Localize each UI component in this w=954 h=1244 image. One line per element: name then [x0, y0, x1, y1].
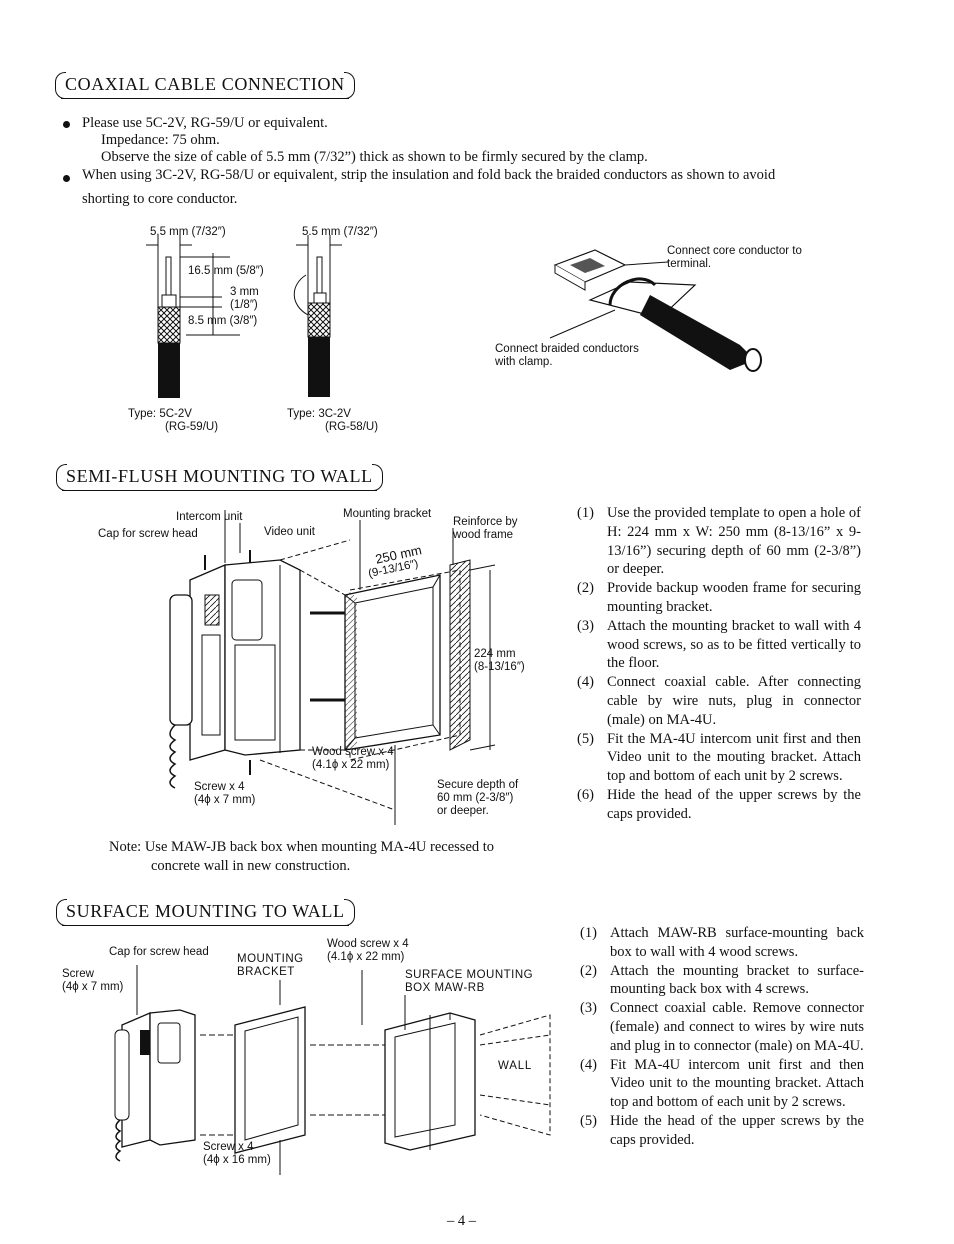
screw-label: Screw x 4	[194, 781, 245, 793]
reinforce-label: Reinforce by	[453, 516, 518, 528]
reinforce-label: wood frame	[453, 529, 514, 541]
coax-bullet-1-line-1: Please use 5C-2V, RG-59/U or equivalent.	[82, 115, 328, 131]
mounting-bracket-label: BRACKET	[237, 966, 295, 978]
step-item: (2) Attach the mounting bracket to surfac…	[580, 962, 864, 1000]
step-text: Attach the mounting bracket to surface-m…	[610, 962, 864, 998]
braided-conductor-label: with clamp.	[495, 356, 553, 368]
dim-label: 8.5 mm (3/8″)	[188, 315, 258, 327]
height-dim-label: 224 mm	[474, 648, 516, 660]
step-number: (3)	[580, 1000, 597, 1017]
intercom-unit-label: Intercom unit	[176, 511, 243, 523]
step-number: (2)	[580, 962, 597, 979]
step-number: (4)	[580, 1056, 597, 1073]
dim-label: (1/8″)	[230, 299, 258, 311]
screw-label: Screw	[62, 968, 94, 980]
screw-label: (4ϕ x 16 mm)	[203, 1154, 271, 1166]
section-title: SEMI-FLUSH MOUNTING TO WALL	[66, 466, 373, 486]
step-number: (5)	[577, 730, 594, 747]
step-item: (1) Attach MAW-RB surface-mounting back b…	[580, 924, 864, 962]
cable-type-label: Type: 3C-2V	[287, 408, 351, 420]
cap-screw-label: Cap for screw head	[109, 946, 209, 958]
bullet-icon	[63, 175, 70, 182]
cable-type-label: (RG-58/U)	[325, 421, 379, 433]
cable-type-label: Type: 5C-2V	[128, 408, 192, 420]
section-heading-surface: SURFACE MOUNTING TO WALL	[56, 899, 355, 926]
coax-bullet-2-line-1: When using 3C-2V, RG-58/U or equivalent,…	[82, 167, 776, 183]
screw-label: Screw x 4	[203, 1141, 254, 1153]
cap-screw-label: Cap for screw head	[98, 528, 198, 540]
step-number: (1)	[580, 925, 597, 941]
section-title: COAXIAL CABLE CONNECTION	[65, 74, 345, 94]
semi-flush-diagram	[169, 510, 496, 825]
surface-steps: (1) Attach MAW-RB surface-mounting back b…	[580, 924, 864, 1150]
screw-label: (4ϕ x 7 mm)	[62, 981, 124, 993]
step-text: Provide backup wooden frame for securing…	[607, 580, 861, 615]
step-number: (1)	[577, 505, 594, 521]
secure-depth-label: Secure depth of	[437, 779, 519, 791]
step-text: Hide the head of the upper screws by the…	[610, 1112, 864, 1148]
bullet-icon	[63, 121, 70, 128]
step-text: Fit MA-4U intercom unit first and then V…	[610, 1056, 864, 1111]
dim-label: 16.5 mm (5/8″)	[188, 265, 264, 277]
step-number: (4)	[577, 674, 594, 691]
section-heading-semi-flush: SEMI-FLUSH MOUNTING TO WALL	[56, 464, 383, 491]
core-conductor-label: Connect core conductor to	[667, 245, 802, 257]
height-dim-label: (8-13/16″)	[474, 661, 525, 673]
step-item: (4) Fit MA-4U intercom unit first and the…	[580, 1056, 864, 1112]
page-number: – 4 –	[447, 1213, 476, 1229]
step-text: Fit the MA-4U intercom unit first and th…	[607, 730, 861, 785]
surface-box-label: BOX MAW-RB	[405, 982, 485, 994]
coax-bullet-1-line-2: Impedance: 75 ohm.	[101, 132, 220, 148]
coax-bullet-1-line-3: Observe the size of cable of 5.5 mm (7/3…	[101, 149, 648, 165]
video-unit-label: Video unit	[264, 526, 315, 538]
wall-label: WALL	[498, 1060, 533, 1072]
step-number: (5)	[580, 1112, 597, 1129]
cable-5c2v-drawing	[146, 235, 240, 398]
clamp-drawing	[549, 249, 762, 372]
section-title: SURFACE MOUNTING TO WALL	[66, 901, 345, 921]
step-text: Attach MAW-RB surface-mounting back box …	[610, 925, 864, 960]
cable-type-label: (RG-59/U)	[165, 421, 219, 433]
step-item: (2) Provide backup wooden frame for secur…	[577, 579, 861, 617]
surface-mount-diagram	[114, 965, 551, 1175]
screw-label: (4ϕ x 7 mm)	[194, 794, 256, 806]
surface-box-label: SURFACE MOUNTING	[405, 969, 534, 981]
semi-flush-note-line-2: concrete wall in new construction.	[151, 858, 351, 874]
step-item: (1) Use the provided template to open a h…	[577, 504, 861, 579]
step-number: (6)	[577, 786, 594, 803]
core-conductor-label: terminal.	[667, 258, 712, 270]
wood-screw-label: Wood screw x 4	[327, 938, 409, 950]
secure-depth-label: 60 mm (2-3/8″)	[437, 792, 514, 804]
wood-screw-label: Wood screw x 4	[312, 746, 394, 758]
mounting-bracket-label: Mounting bracket	[343, 508, 432, 520]
dim-label: 3 mm	[230, 286, 259, 298]
step-item: (5) Fit the MA-4U intercom unit first and…	[577, 730, 861, 786]
step-item: (4) Connect coaxial cable. After connecti…	[577, 673, 861, 729]
coax-bullet-2-line-2: shorting to core conductor.	[82, 191, 238, 207]
section-heading-coax: COAXIAL CABLE CONNECTION	[55, 72, 355, 99]
dim-label: 5.5 mm (7/32″)	[302, 226, 378, 238]
step-number: (2)	[577, 580, 594, 597]
step-number: (3)	[577, 617, 594, 634]
step-text: Use the provided template to open a hole…	[607, 505, 861, 578]
step-item: (3) Connect coaxial cable. Remove connect…	[580, 999, 864, 1055]
wood-screw-label: (4.1ϕ x 22 mm)	[327, 951, 405, 963]
step-item: (6) Hide the head of the upper screws by …	[577, 786, 861, 824]
braided-conductor-label: Connect braided conductors	[495, 343, 639, 355]
step-item: (3) Attach the mounting bracket to wall w…	[577, 617, 861, 673]
mounting-bracket-label: MOUNTING	[237, 953, 304, 965]
step-text: Connect coaxial cable. Remove connector …	[610, 1000, 864, 1054]
dim-label: 5.5 mm (7/32″)	[150, 226, 226, 238]
step-text: Hide the head of the upper screws by the…	[607, 786, 861, 822]
semi-flush-note-line-1: Note: Use MAW-JB back box when mounting …	[109, 839, 495, 855]
step-text: Connect coaxial cable. After connecting …	[607, 674, 861, 728]
wood-screw-label: (4.1ϕ x 22 mm)	[312, 759, 390, 771]
cable-3c2v-drawing	[293, 235, 342, 397]
semi-flush-steps: (1) Use the provided template to open a h…	[577, 504, 861, 824]
step-item: (5) Hide the head of the upper screws by …	[580, 1112, 864, 1150]
secure-depth-label: or deeper.	[437, 805, 489, 817]
step-text: Attach the mounting bracket to wall with…	[607, 617, 861, 672]
